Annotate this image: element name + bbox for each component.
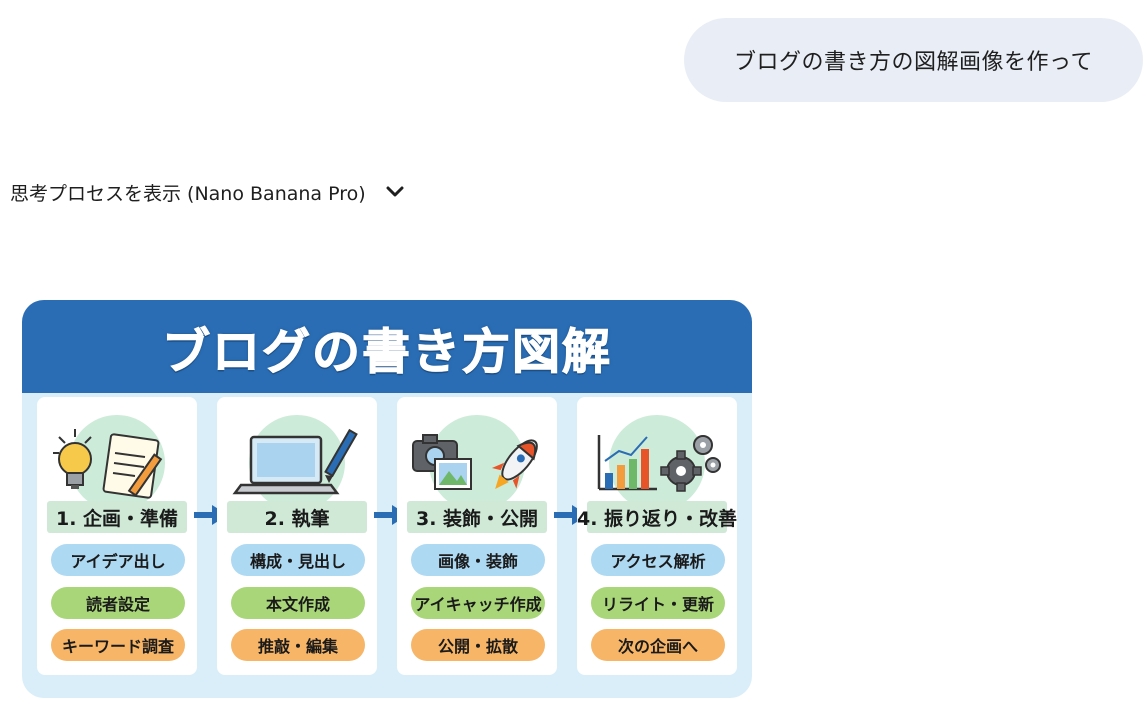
step-1-item-1: アイデア出し	[51, 544, 185, 576]
thinking-toggle-label: 思考プロセスを表示 (Nano Banana Pro)	[10, 182, 366, 205]
step-3-item-2: アイキャッチ作成	[411, 587, 545, 619]
step-1-item-2: 読者設定	[51, 587, 185, 619]
chevron-down-icon	[384, 181, 406, 203]
show-thinking-toggle[interactable]: 思考プロセスを表示 (Nano Banana Pro)	[10, 176, 406, 208]
step-panel-1: 1. 企画・準備 アイデア出し 読者設定 キーワード調査	[37, 397, 197, 675]
step-2-item-1: 構成・見出し	[231, 544, 365, 576]
user-message-text: ブログの書き方の図解画像を作って	[734, 50, 1093, 75]
step-2-item-2: 本文作成	[231, 587, 365, 619]
step-title-3: 3. 装飾・公開	[407, 501, 547, 533]
infographic-header: ブログの書き方図解	[22, 300, 752, 393]
step-3-item-1: 画像・装飾	[411, 544, 545, 576]
user-message-bubble: ブログの書き方の図解画像を作って	[684, 18, 1143, 102]
lightbulb-notepad-icon	[53, 429, 163, 499]
infographic-body: 1. 企画・準備 アイデア出し 読者設定 キーワード調査 2. 執筆 構成・見出…	[22, 393, 752, 698]
step-4-item-2: リライト・更新	[591, 587, 725, 619]
step-panel-2: 2. 執筆 構成・見出し 本文作成 推敲・編集	[217, 397, 377, 675]
step-title-4: 4. 振り返り・改善	[577, 501, 737, 533]
step-3-item-3: 公開・拡散	[411, 629, 545, 661]
step-4-item-1: アクセス解析	[591, 544, 725, 576]
step-panel-4: 4. 振り返り・改善 アクセス解析 リライト・更新 次の企画へ	[577, 397, 737, 675]
step-panel-3: 3. 装飾・公開 画像・装飾 アイキャッチ作成 公開・拡散	[397, 397, 557, 675]
step-title-1: 1. 企画・準備	[47, 501, 187, 533]
infographic-title: ブログの書き方図解	[161, 323, 612, 380]
step-title-2: 2. 執筆	[227, 501, 367, 533]
step-4-item-3: 次の企画へ	[591, 629, 725, 661]
step-2-item-3: 推敲・編集	[231, 629, 365, 661]
generated-infographic-image[interactable]: ブログの書き方図解 1. 企画・準備 アイデア出し 読者設定 キーワード調査	[22, 300, 752, 698]
camera-picture-rocket-icon	[412, 434, 538, 490]
laptop-pen-icon	[232, 428, 358, 495]
step-1-item-3: キーワード調査	[51, 629, 185, 661]
bar-chart-gears-icon	[597, 435, 721, 492]
